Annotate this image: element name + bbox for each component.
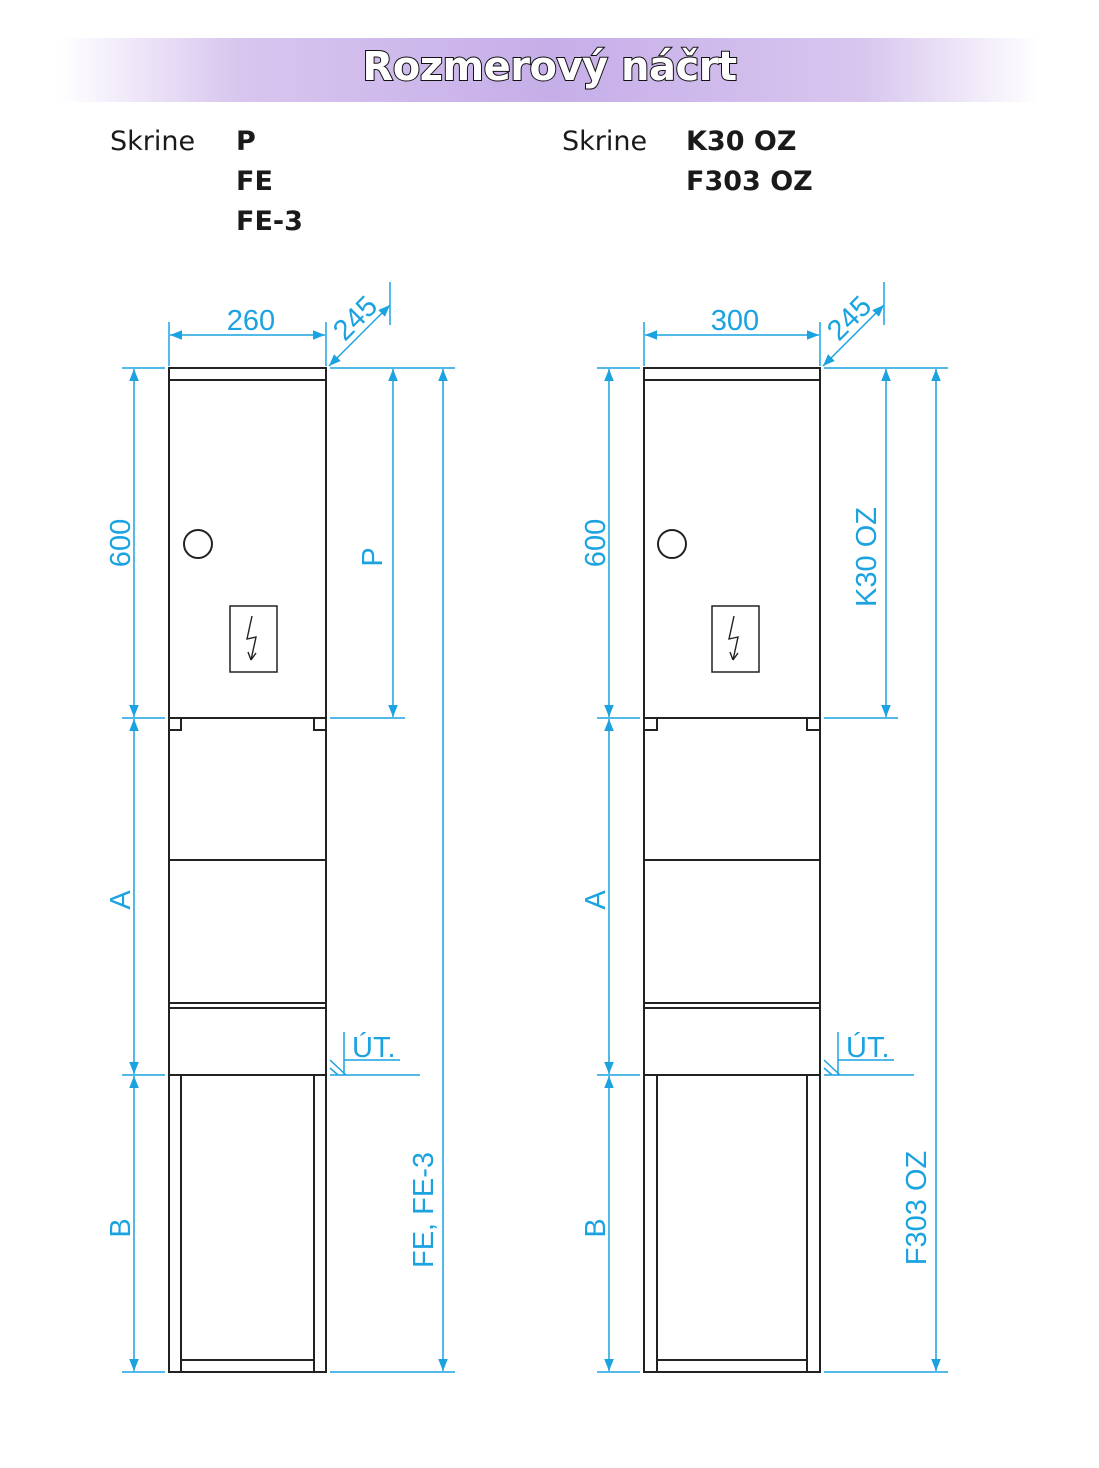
lock-icon [657, 529, 687, 559]
left-type-item: P [236, 126, 256, 157]
right-width-label: 300 [711, 305, 759, 337]
left-cabinet [168, 367, 327, 1373]
high-voltage-icon [711, 605, 760, 673]
right-section-a-label: A [580, 890, 612, 910]
right-dimensions [597, 282, 948, 1373]
left-ut-leader [329, 1067, 339, 1076]
right-type-item: K30 OZ [686, 126, 797, 157]
left-corner-notch [313, 718, 327, 731]
right-depth-label: 245 [821, 290, 878, 347]
right-total-label: F303 OZ [901, 1151, 933, 1265]
high-voltage-icon [229, 605, 278, 673]
left-cabinet-outline [168, 367, 327, 1373]
left-skrine-label: Skrine [110, 126, 196, 157]
left-type-list: P FE FE-3 [236, 122, 303, 242]
right-type-list: K30 OZ F303 OZ [686, 122, 813, 202]
lock-icon [183, 529, 213, 559]
left-ut-label: ÚT. [352, 1031, 396, 1064]
right-ut-label: ÚT. [846, 1031, 890, 1064]
left-depth-line [328, 304, 391, 367]
right-dimension-labels: 300 245 600 A B K30 OZ F303 OZ ÚT. [580, 290, 933, 1265]
right-corner-notch [643, 718, 658, 731]
right-depth-line [822, 304, 885, 367]
left-section-p-label: P [357, 547, 389, 566]
left-dimensions [122, 282, 455, 1373]
right-corner-notch [806, 718, 821, 731]
left-type-item: FE-3 [236, 206, 303, 237]
right-cabinet-outline [643, 367, 821, 1373]
right-ut-leader [823, 1067, 833, 1076]
left-corner-notch [168, 718, 182, 731]
right-section-b-label: B [580, 1218, 612, 1237]
right-cabinet [643, 367, 821, 1373]
left-type-item: FE [236, 166, 273, 197]
right-skrine-label: Skrine [562, 126, 648, 157]
page-title: Rozmerový náčrt [361, 43, 738, 91]
right-type-item: F303 OZ [686, 166, 813, 197]
title-banner [60, 38, 1040, 102]
left-section-a-label: A [105, 890, 137, 910]
right-section-k30-label: K30 OZ [851, 507, 883, 607]
left-dimension-labels: 260 245 600 A B P FE, FE-3 ÚT. [105, 290, 440, 1268]
left-total-label: FE, FE-3 [408, 1152, 440, 1268]
left-depth-label: 245 [327, 290, 384, 347]
left-height-600-label: 600 [105, 519, 137, 567]
left-section-b-label: B [105, 1218, 137, 1237]
left-width-label: 260 [227, 305, 275, 337]
right-height-600-label: 600 [580, 519, 612, 567]
